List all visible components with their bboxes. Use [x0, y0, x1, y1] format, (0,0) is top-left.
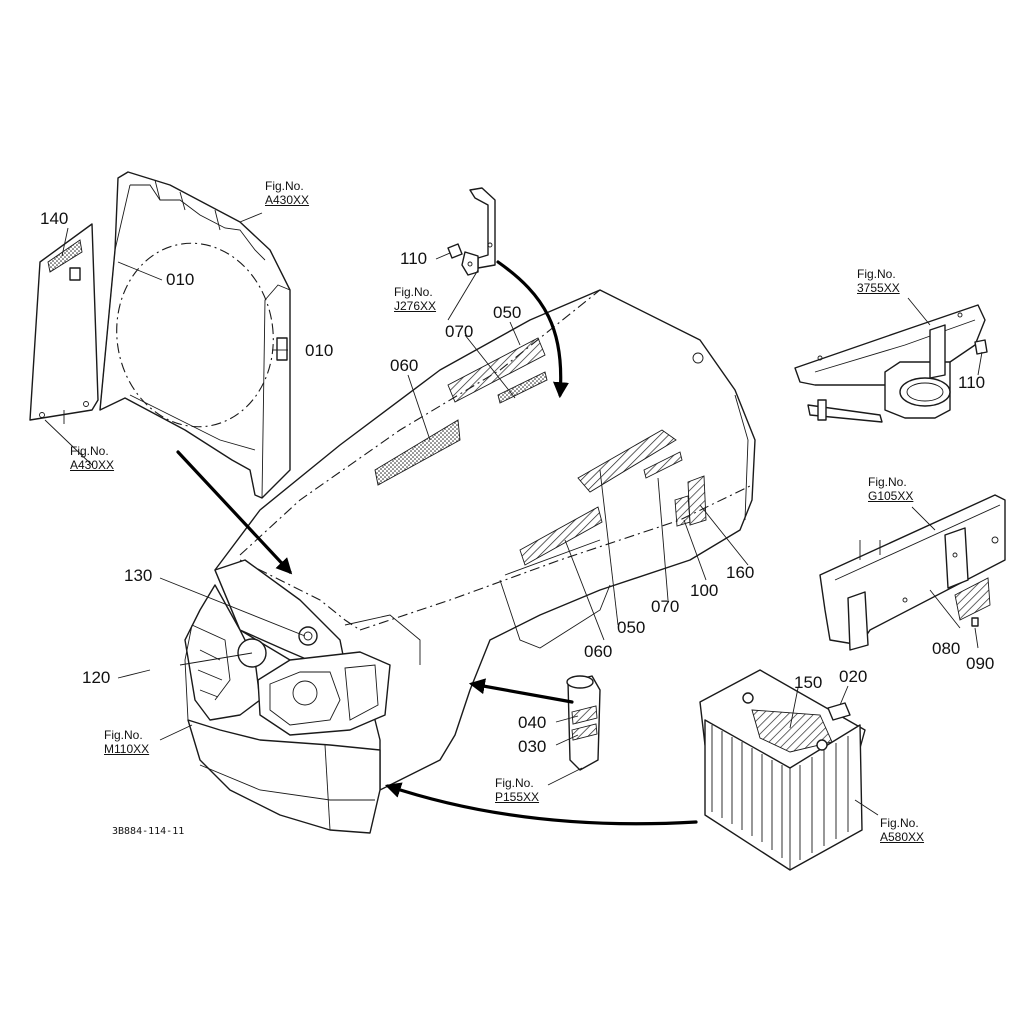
- part-label-120: 120: [82, 668, 111, 687]
- part-label-050-lower: 050: [617, 618, 646, 637]
- part-label-150: 150: [794, 673, 823, 692]
- hood: [184, 289, 756, 834]
- fig-ref-p155-number: P155XX: [495, 790, 540, 805]
- battery: [699, 669, 866, 871]
- fig-ref-3755-number: 3755XX: [857, 281, 900, 296]
- fig-ref-a580-label: Fig.No.: [880, 816, 919, 830]
- part-label-130: 130: [124, 566, 153, 585]
- part-label-070-lower: 070: [651, 597, 680, 616]
- part-label-070-upper: 070: [445, 322, 474, 341]
- part-label-080: 080: [932, 639, 961, 658]
- canister: [566, 675, 601, 771]
- part-label-110-right: 110: [958, 373, 986, 392]
- part-label-040: 040: [518, 713, 547, 732]
- fig-ref-p155-label: Fig.No.: [495, 776, 534, 790]
- part-label-030: 030: [518, 737, 547, 756]
- part-label-010-side: 010: [305, 341, 334, 360]
- fig-ref-j276-label: Fig.No.: [394, 285, 433, 299]
- side-panel: [29, 223, 99, 424]
- fig-ref-p155: Fig.No. P155XX: [495, 776, 539, 805]
- fig-ref-g105: Fig.No. G105XX: [868, 475, 913, 504]
- fig-ref-m110-label: Fig.No.: [104, 728, 143, 742]
- muffler-bracket: [794, 304, 988, 423]
- hood-decals: [374, 337, 707, 566]
- frame: [819, 494, 1006, 651]
- direction-arrows: [176, 260, 698, 826]
- fig-ref-3755: Fig.No. 3755XX: [857, 267, 900, 296]
- fig-ref-a430-top: Fig.No. A430XX: [265, 179, 309, 208]
- fig-ref-a430-left: Fig.No. A430XX: [70, 444, 114, 473]
- fig-ref-a580-number: A580XX: [880, 830, 925, 845]
- fig-ref-j276: Fig.No. J276XX: [394, 285, 436, 314]
- radiator-shroud: [99, 171, 291, 499]
- fig-ref-a430-left-number: A430XX: [70, 458, 115, 473]
- battery-cells: [711, 725, 849, 860]
- part-label-060-upper: 060: [390, 356, 419, 375]
- fig-ref-a430-top-label: Fig.No.: [265, 179, 304, 193]
- fig-ref-g105-number: G105XX: [868, 489, 914, 504]
- part-label-010-upper: 010: [166, 270, 195, 289]
- fig-ref-g105-label: Fig.No.: [868, 475, 907, 489]
- fig-ref-m110-number: M110XX: [104, 742, 150, 757]
- part-label-160: 160: [726, 563, 755, 582]
- part-label-090: 090: [966, 654, 995, 673]
- leader-lines: [44, 212, 983, 816]
- fig-ref-j276-number: J276XX: [394, 299, 437, 314]
- part-label-140: 140: [40, 209, 69, 228]
- part-label-100: 100: [690, 581, 719, 600]
- upper-bracket: [447, 187, 496, 276]
- fig-ref-3755-label: Fig.No.: [857, 267, 896, 281]
- fig-ref-a430-left-label: Fig.No.: [70, 444, 109, 458]
- part-label-060-lower: 060: [584, 642, 613, 661]
- fig-ref-m110: Fig.No. M110XX: [104, 728, 149, 757]
- drawing-code: 3B884-114-11: [112, 826, 185, 837]
- fig-ref-a580: Fig.No. A580XX: [880, 816, 924, 845]
- part-label-020: 020: [839, 667, 868, 686]
- part-label-110-upper: 110: [400, 249, 428, 268]
- fig-ref-a430-top-number: A430XX: [265, 193, 310, 208]
- part-label-050-upper: 050: [493, 303, 522, 322]
